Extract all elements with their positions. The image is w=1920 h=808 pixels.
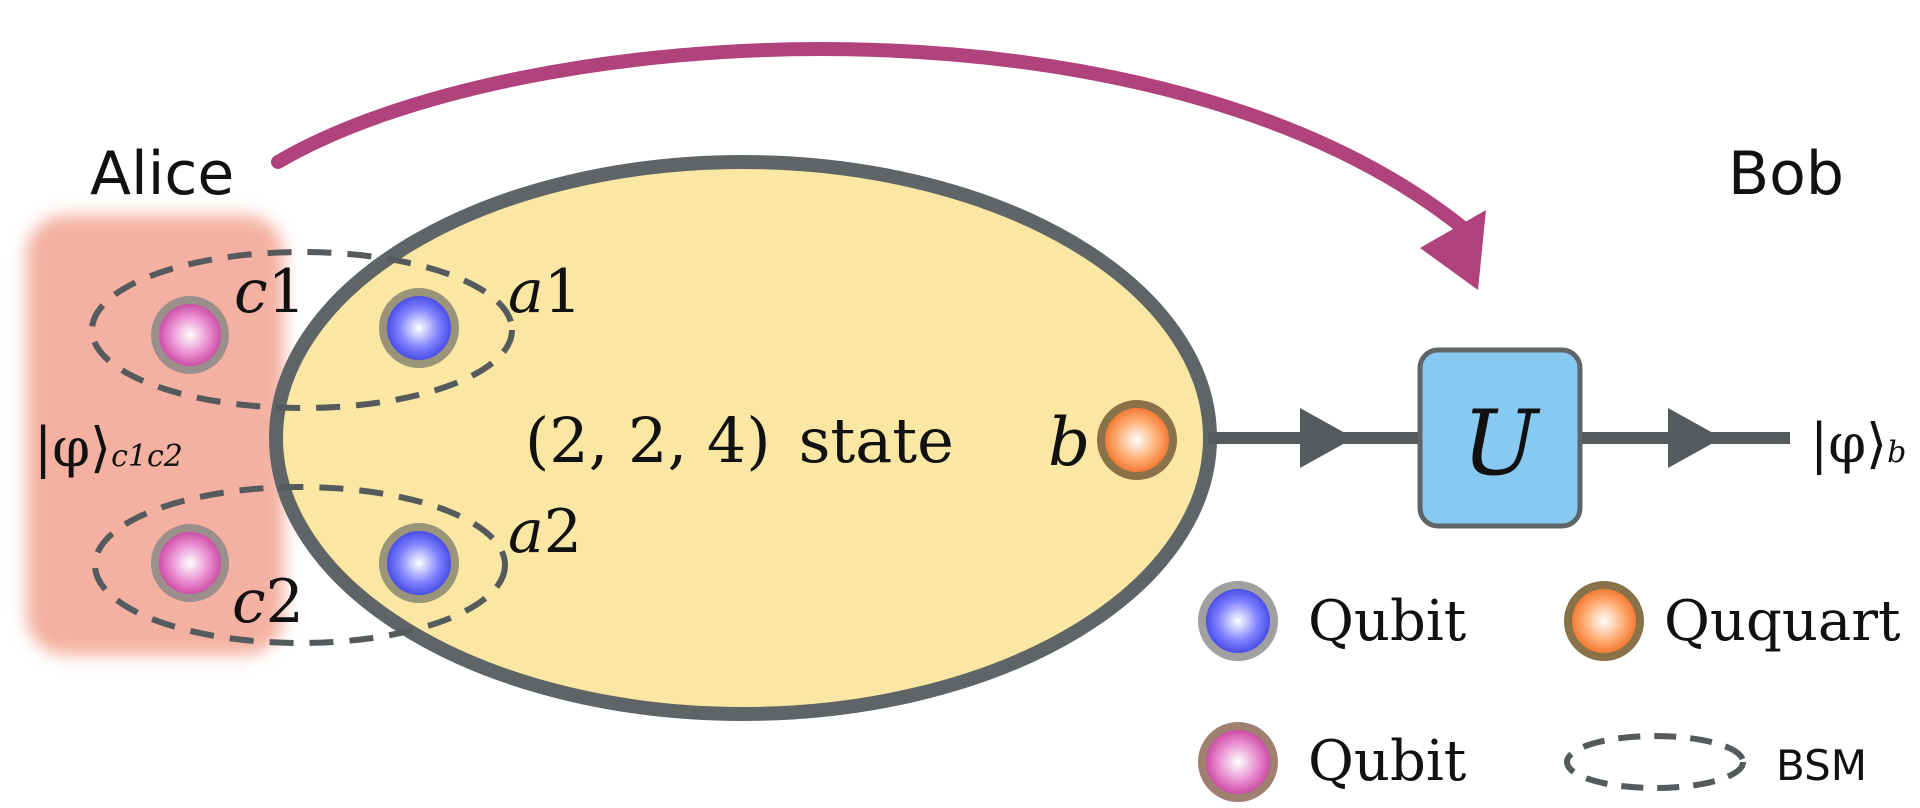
- label-c1-letter: c: [234, 257, 268, 327]
- output-ket: |φ⟩b: [1810, 412, 1906, 475]
- legend-bsm-label: BSM: [1776, 741, 1867, 790]
- unitary-gate: [1417, 347, 1583, 529]
- alice-label: Alice: [90, 139, 234, 209]
- unitary-gate-label: U: [1462, 391, 1541, 496]
- output-ket-symbol: |φ⟩: [1810, 412, 1887, 475]
- input-ket-subscript: c1c2: [111, 439, 183, 474]
- label-a1-index: 1: [544, 257, 582, 327]
- ququart-b: [1097, 400, 1177, 480]
- output-ket-subscript: b: [1887, 435, 1906, 470]
- label-a2-index: 2: [544, 497, 582, 567]
- state-word: state: [799, 404, 954, 477]
- label-a2-letter: a: [508, 497, 544, 567]
- legend-ququart-label: Ququart: [1664, 589, 1901, 654]
- label-a1-letter: a: [508, 257, 544, 327]
- legend-bsm-icon: [1564, 733, 1746, 791]
- classical-channel-arrowhead: [1420, 210, 1486, 290]
- legend-qubit-pink-icon: [1198, 722, 1278, 802]
- legend-ququart-icon: [1564, 581, 1644, 661]
- bsm-loop-top: [89, 249, 515, 411]
- legend: Qubit Ququart Qubit BSM: [1198, 581, 1901, 802]
- label-a2: a2: [508, 497, 582, 567]
- label-c1: c1: [234, 257, 306, 327]
- label-b: b: [1048, 404, 1090, 481]
- legend-qubit-pink-label: Qubit: [1308, 729, 1467, 794]
- label-a1: a1: [508, 257, 582, 327]
- legend-qubit-blue-label: Qubit: [1308, 589, 1467, 654]
- wire-in-arrowhead: [1300, 408, 1354, 468]
- label-c2-index: 2: [266, 567, 304, 637]
- wire-out-arrowhead: [1668, 408, 1722, 468]
- state-label: (2, 2, 4) state: [525, 404, 954, 477]
- bob-label: Bob: [1728, 139, 1844, 209]
- qubit-c2: [151, 524, 229, 602]
- qubit-a2: [379, 523, 459, 603]
- input-ket-symbol: |φ⟩: [34, 416, 111, 479]
- input-ket: |φ⟩c1c2: [34, 416, 183, 479]
- label-c1-index: 1: [268, 257, 306, 327]
- legend-qubit-blue-icon: [1198, 581, 1278, 661]
- state-tuple: (2, 2, 4): [525, 404, 771, 477]
- bsm-loop-bottom: [92, 484, 508, 646]
- classical-channel-arrow: [271, 42, 1475, 239]
- qubit-c1: [151, 296, 229, 374]
- label-c2-letter: c: [232, 567, 266, 637]
- qubit-a1: [379, 288, 459, 368]
- label-c2: c2: [232, 567, 304, 637]
